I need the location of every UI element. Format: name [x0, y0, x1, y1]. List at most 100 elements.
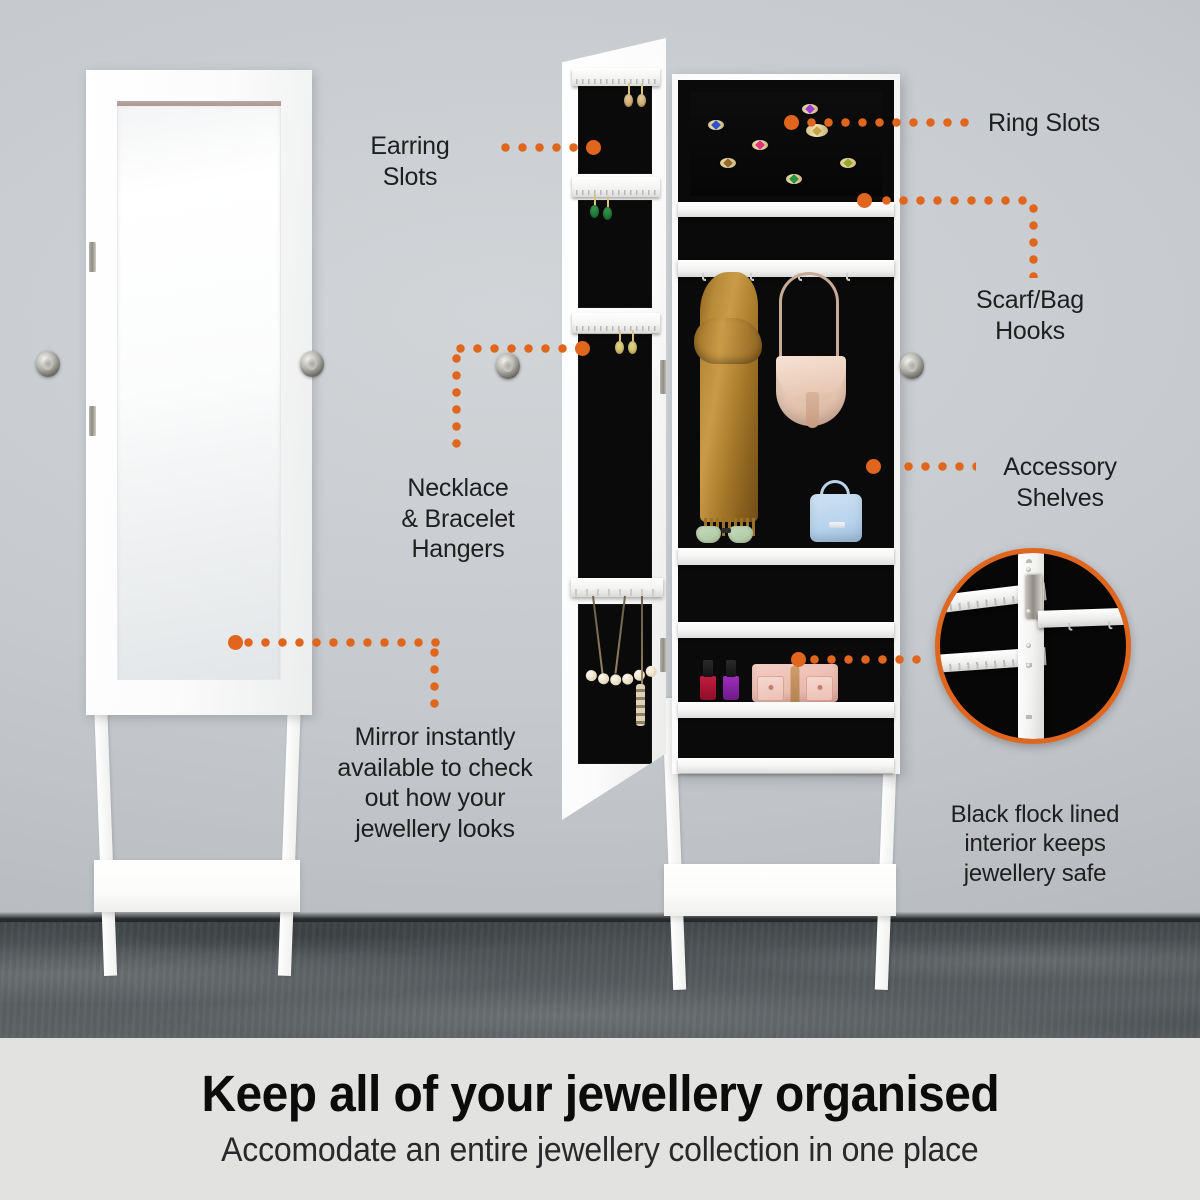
leader-endpoint-necklace: [575, 341, 590, 356]
chain-necklace-pendant: [636, 684, 645, 726]
left-unit-hinge-mid: [89, 406, 96, 436]
leader-scarf-hooks-vertical: [1029, 200, 1038, 278]
door-felt-panel-3: [578, 334, 652, 579]
ring-olive: [840, 158, 856, 168]
leader-ring-slots: [786, 118, 972, 127]
callout-necklace-line3: Hangers: [411, 535, 505, 563]
scarf-knot: [694, 318, 762, 364]
right-unit-knob-right[interactable]: [900, 353, 924, 379]
ring-gold-large: [806, 124, 828, 137]
leader-endpoint-flock-interior: [791, 652, 806, 667]
right-unit-crossbar: [664, 864, 896, 916]
inset-hinge-icon: [1026, 575, 1042, 619]
left-unit-knob-left[interactable]: [36, 351, 60, 377]
accessory-shelf-2: [678, 622, 894, 638]
callout-mirror-line1: Mirror instantly: [354, 723, 516, 751]
leader-accessory-shelves: [900, 462, 976, 471]
callout-accessory-line1: Accessory: [1003, 453, 1117, 481]
wall-skirting: [0, 912, 1200, 924]
ring-amber: [720, 158, 736, 168]
scarf-bag-hook-bar: [678, 260, 894, 281]
callout-scarf-hooks-line1: Scarf/Bag: [976, 286, 1084, 314]
callout-ring-slots-line1: Ring Slots: [988, 109, 1100, 137]
leader-endpoint-earring-slots: [586, 140, 601, 155]
leader-endpoint-accessory-shelves: [866, 459, 881, 474]
ring-purple: [802, 104, 818, 114]
callout-earring-slots: Earring Slots: [330, 131, 490, 192]
hook-1: [702, 273, 706, 281]
open-mirror-cabinet: [496, 38, 924, 991]
left-unit-knob-right[interactable]: [300, 351, 324, 377]
sunglasses-lens-right: [728, 526, 753, 543]
callout-flock-line1: Black flock lined: [950, 801, 1120, 828]
callout-accessory-line2: Shelves: [1016, 483, 1104, 512]
callout-earring-slots-line1: Earring: [370, 132, 450, 160]
accessory-shelf-4: [678, 758, 894, 773]
callout-mirror-line3: out how your: [364, 784, 506, 812]
blue-bag-clasp: [829, 522, 845, 528]
callout-earring-slots-line2: Slots: [382, 162, 438, 191]
callout-scarf-bag-hooks: Scarf/Bag Hooks: [930, 285, 1130, 346]
necklace-hanger-bar: [571, 578, 663, 597]
cabinet-open-door[interactable]: [562, 38, 666, 820]
door-felt-panel-2: [578, 200, 652, 308]
left-unit-mirror: [117, 102, 281, 680]
leader-endpoint-mirror: [228, 635, 243, 650]
banner-headline: Keep all of your jewellery organised: [201, 1065, 999, 1123]
ring-tray-shelf: [678, 202, 894, 217]
callout-accessory-shelves: Accessory Shelves: [960, 452, 1160, 513]
tan-scarf: [694, 272, 762, 536]
leader-mirror-vertical: [430, 644, 439, 716]
ring-blue: [708, 120, 724, 130]
pouch-pocket-left: [757, 676, 784, 701]
inset-screw-1: [1026, 567, 1031, 572]
callout-mirror-line4: jewellery looks: [355, 814, 515, 843]
inset-screw-3: [1026, 643, 1031, 648]
right-unit-knob-left[interactable]: [496, 353, 520, 379]
inset-screw-4: [1026, 663, 1031, 668]
callout-necklace-bracelet-hangers: Necklace & Bracelet Hangers: [360, 473, 556, 565]
callout-mirror-note: Mirror instantly available to check out …: [330, 722, 540, 844]
leader-endpoint-ring-slots: [784, 115, 799, 130]
callout-flock-line2: interior keeps: [964, 830, 1106, 858]
inset-hook-bar: [1037, 607, 1126, 631]
beige-bag-tassel: [806, 392, 819, 428]
ring-slots-tray: [690, 92, 882, 196]
flock-interior-zoom-inset: [935, 548, 1131, 744]
pink-pouch: [752, 664, 838, 708]
bottom-banner: Keep all of your jewellery organised Acc…: [0, 1038, 1200, 1200]
callout-flock-interior: Black flock lined interior keeps jewelle…: [930, 800, 1140, 888]
pouch-strap: [790, 666, 800, 708]
pouch-pocket-right: [806, 676, 833, 701]
earring-slot-bar-1: [572, 68, 660, 86]
left-unit-mirror-top-edge: [117, 101, 281, 106]
beige-bag-strap: [779, 272, 839, 372]
door-hinge-bottom: [660, 638, 666, 672]
sunglasses-lens-left: [696, 526, 721, 543]
chain-necklace: [641, 596, 643, 692]
leader-necklace-vertical: [452, 350, 461, 455]
hook-2: [750, 273, 754, 281]
hook-4: [846, 273, 850, 281]
blue-bag-handle: [820, 480, 850, 496]
accessory-shelf-1: [678, 548, 894, 565]
earring-slot-bar-2: [572, 177, 660, 197]
red-nail-polish: [700, 660, 716, 700]
leader-mirror-horizontal: [240, 638, 440, 647]
callout-scarf-hooks-line2: Hooks: [995, 316, 1065, 345]
left-unit-hinge-top: [89, 242, 96, 272]
closed-mirror-cabinet: [36, 70, 324, 977]
callout-mirror-line2: available to check: [337, 753, 533, 782]
left-unit-crossbar: [94, 860, 300, 912]
purple-nail-polish: [723, 660, 739, 700]
leader-earring-slots: [497, 143, 593, 152]
blue-bag-body: [810, 494, 862, 542]
leader-scarf-hooks-horizontal: [878, 196, 1033, 205]
earring-slot-bar-3: [572, 313, 660, 333]
leader-necklace-horizontal: [452, 344, 582, 353]
sunglasses-bridge: [721, 528, 731, 533]
accessory-shelf-3: [678, 702, 894, 718]
cabinet-flock-interior: [678, 80, 894, 773]
leader-flock-interior: [806, 655, 926, 664]
